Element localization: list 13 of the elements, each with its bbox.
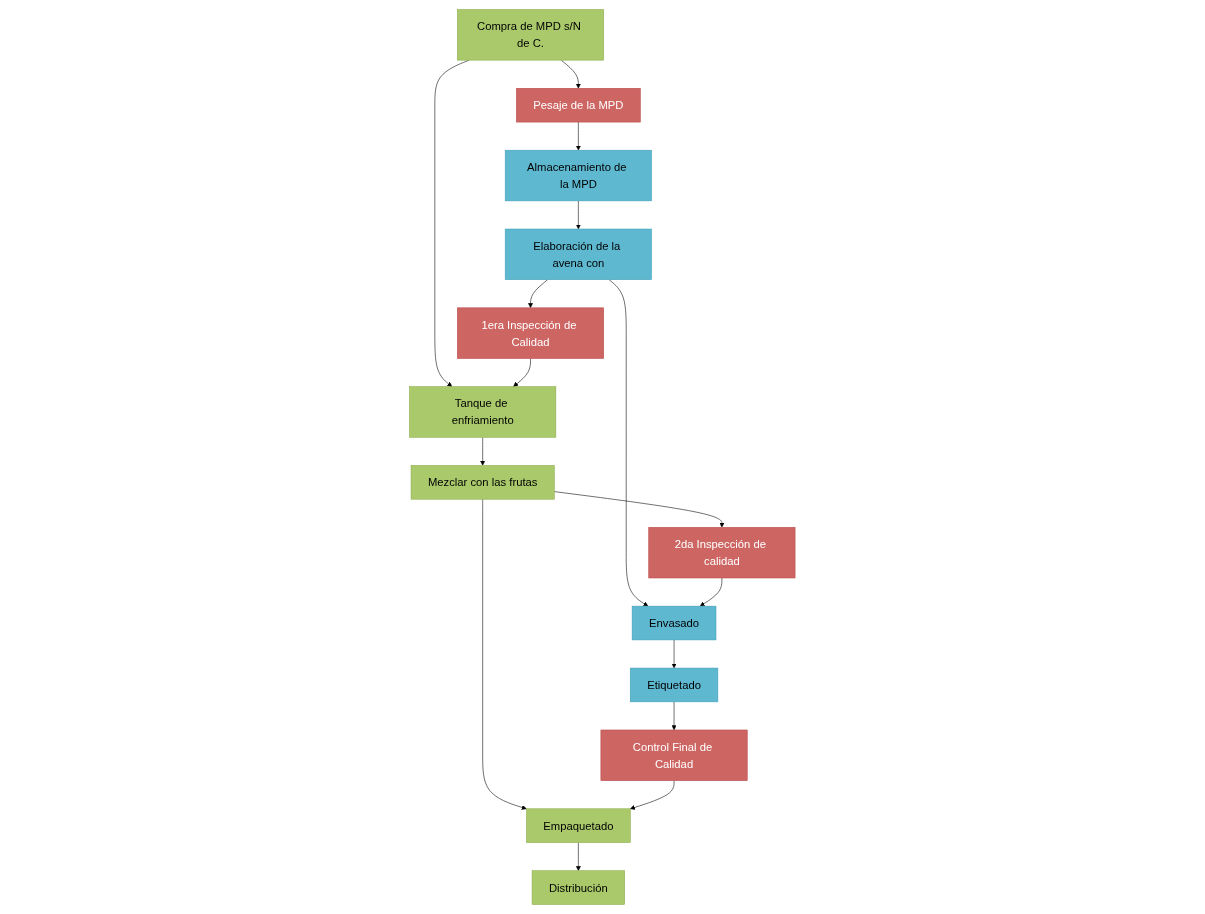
node-box: Empaquetado <box>526 808 631 843</box>
node-box: Elaboración de la avena con <box>505 228 652 280</box>
node-box: Envasado <box>632 605 717 641</box>
node-box: Pesaje de la MPD <box>516 88 641 123</box>
node-box: Compra de MPD s/N de C. <box>457 9 605 61</box>
node-box: Almacenamiento de la MPD <box>505 149 652 202</box>
node-box: Control Final de Calidad <box>600 729 748 781</box>
node-box: 1era Inspección de Calidad <box>457 307 605 359</box>
node-box: 2da Inspección de calidad <box>648 527 796 579</box>
node-box: Tanque de enfriamiento <box>409 386 557 438</box>
node-box: Etiquetado <box>630 667 719 703</box>
node-box: Distribución <box>532 870 626 905</box>
node-box: Mezclar con las frutas <box>410 465 555 500</box>
